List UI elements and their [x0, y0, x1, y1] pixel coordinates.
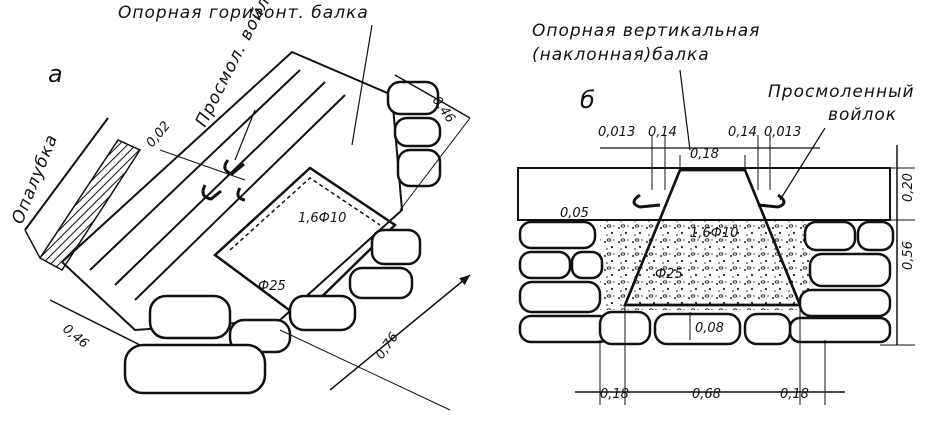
dim-right-018-bottom-right: 0,18 [780, 387, 809, 402]
leader-felt [234, 109, 256, 161]
dim-right-013-right: 0,013 [764, 125, 801, 140]
label-right-felt-1: Просмоленный [768, 82, 915, 102]
dim-line-diag [329, 274, 471, 391]
rebar-right-main: 1,6Ф10 [690, 226, 738, 241]
right-fill [600, 220, 810, 310]
dim-left-bottom: 0,46 [59, 322, 91, 352]
leader-right-felt [779, 127, 826, 201]
dim-right-018-top: 0,18 [690, 147, 719, 162]
left-drawing: Опорная горизонт. балка а Просмол. войло… [8, 0, 471, 411]
right-felt-hook-left [632, 193, 661, 209]
left-concrete-body [60, 50, 404, 332]
dim-right-008: 0,08 [695, 321, 724, 336]
rebar-left-stirrup: Ф25 [258, 279, 286, 294]
dim-right-013-left: 0,013 [598, 125, 635, 140]
left-felt-hook [236, 187, 246, 202]
label-right-felt-2: войлок [828, 105, 897, 125]
right-felt-hook-right [757, 193, 786, 209]
label-right-beam-2: (наклонная)балка [532, 45, 710, 65]
leader-beam [351, 24, 373, 146]
leader-right-beam [679, 69, 691, 151]
dim-right-068: 0,68 [692, 387, 721, 402]
left-formwork [24, 117, 142, 271]
label-right-beam-1: Опорная вертикальная [532, 21, 760, 41]
dim-ext [279, 329, 451, 411]
left-felt-hook [223, 159, 245, 176]
dim-ext [399, 117, 471, 211]
left-support-beam [213, 166, 397, 320]
dim-gap-line [159, 149, 246, 181]
left-felt-hook [201, 184, 222, 201]
dim-line-top [394, 74, 471, 119]
dim-right-014-right: 0,14 [728, 125, 757, 140]
right-stones [518, 220, 895, 346]
label-left-beam: Опорная горизонт. балка [118, 3, 369, 23]
rebar-left-main: 1,6Ф10 [298, 211, 346, 226]
dim-right-018-bottom-left: 0,18 [600, 387, 629, 402]
rebar-right-stirrup: Ф25 [655, 267, 683, 282]
label-formwork: Опалубка [8, 131, 62, 227]
figure-letter-b: б [580, 86, 595, 114]
dim-right-005: 0,05 [560, 206, 589, 221]
dim-right-020: 0,20 [901, 173, 916, 202]
dim-right-014-left: 0,14 [648, 125, 677, 140]
dim-gap: 0,02 [144, 119, 174, 151]
dim-right-056: 0,56 [901, 241, 916, 270]
dim-line-bottom [49, 299, 141, 346]
figure-letter-a: а [48, 60, 63, 88]
right-drawing: Опорная вертикальная (наклонная)балка б … [517, 21, 916, 405]
left-stones [123, 80, 442, 395]
